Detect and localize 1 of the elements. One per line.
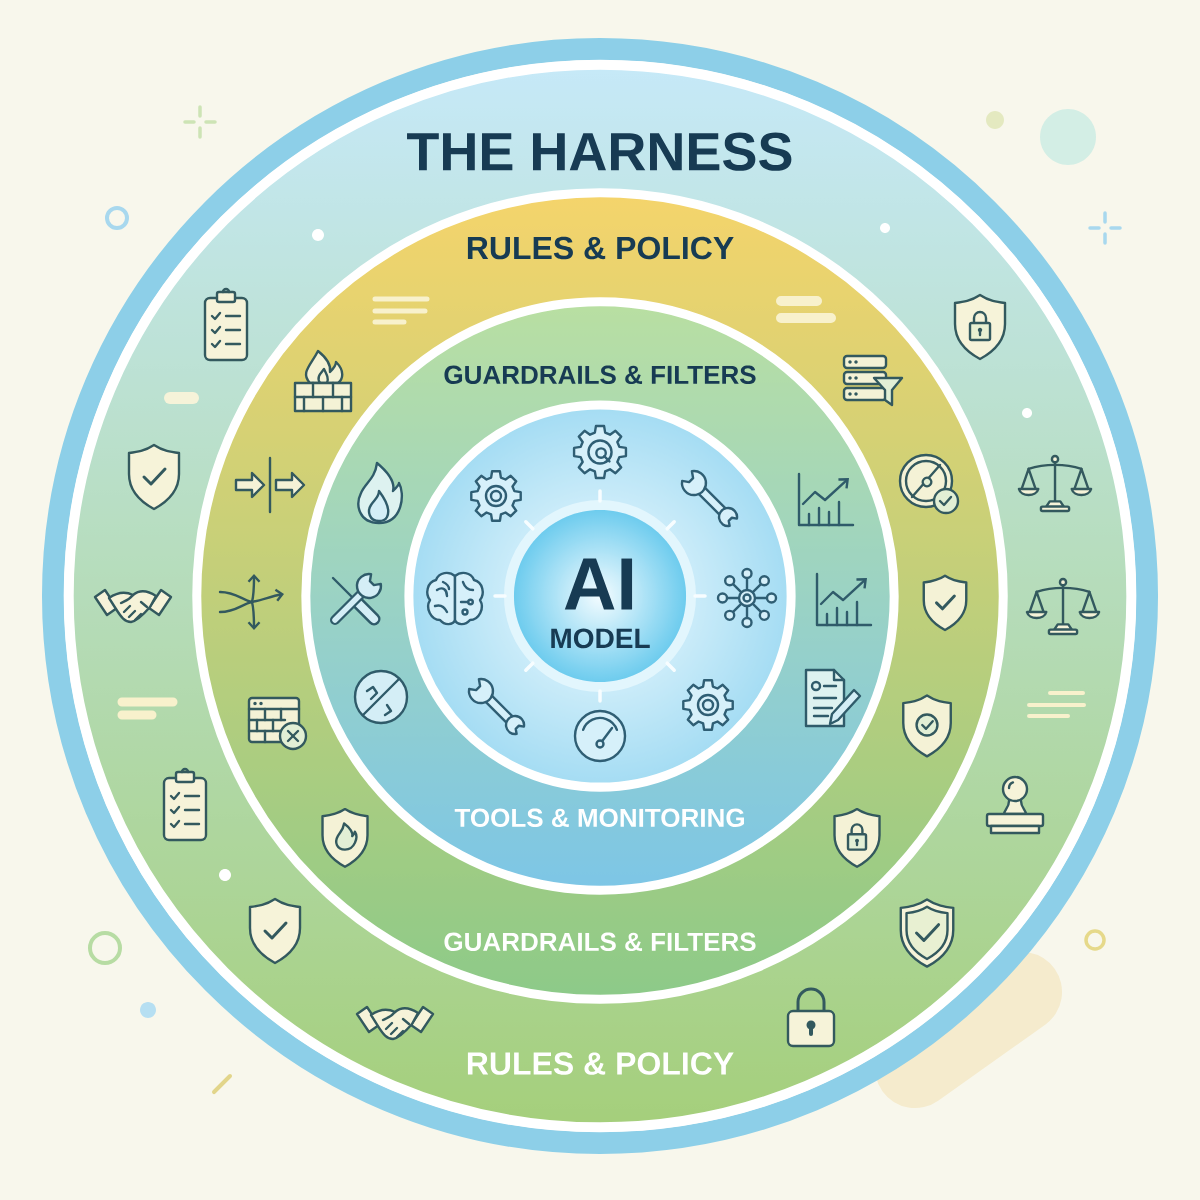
inner-disc bbox=[404, 400, 796, 792]
